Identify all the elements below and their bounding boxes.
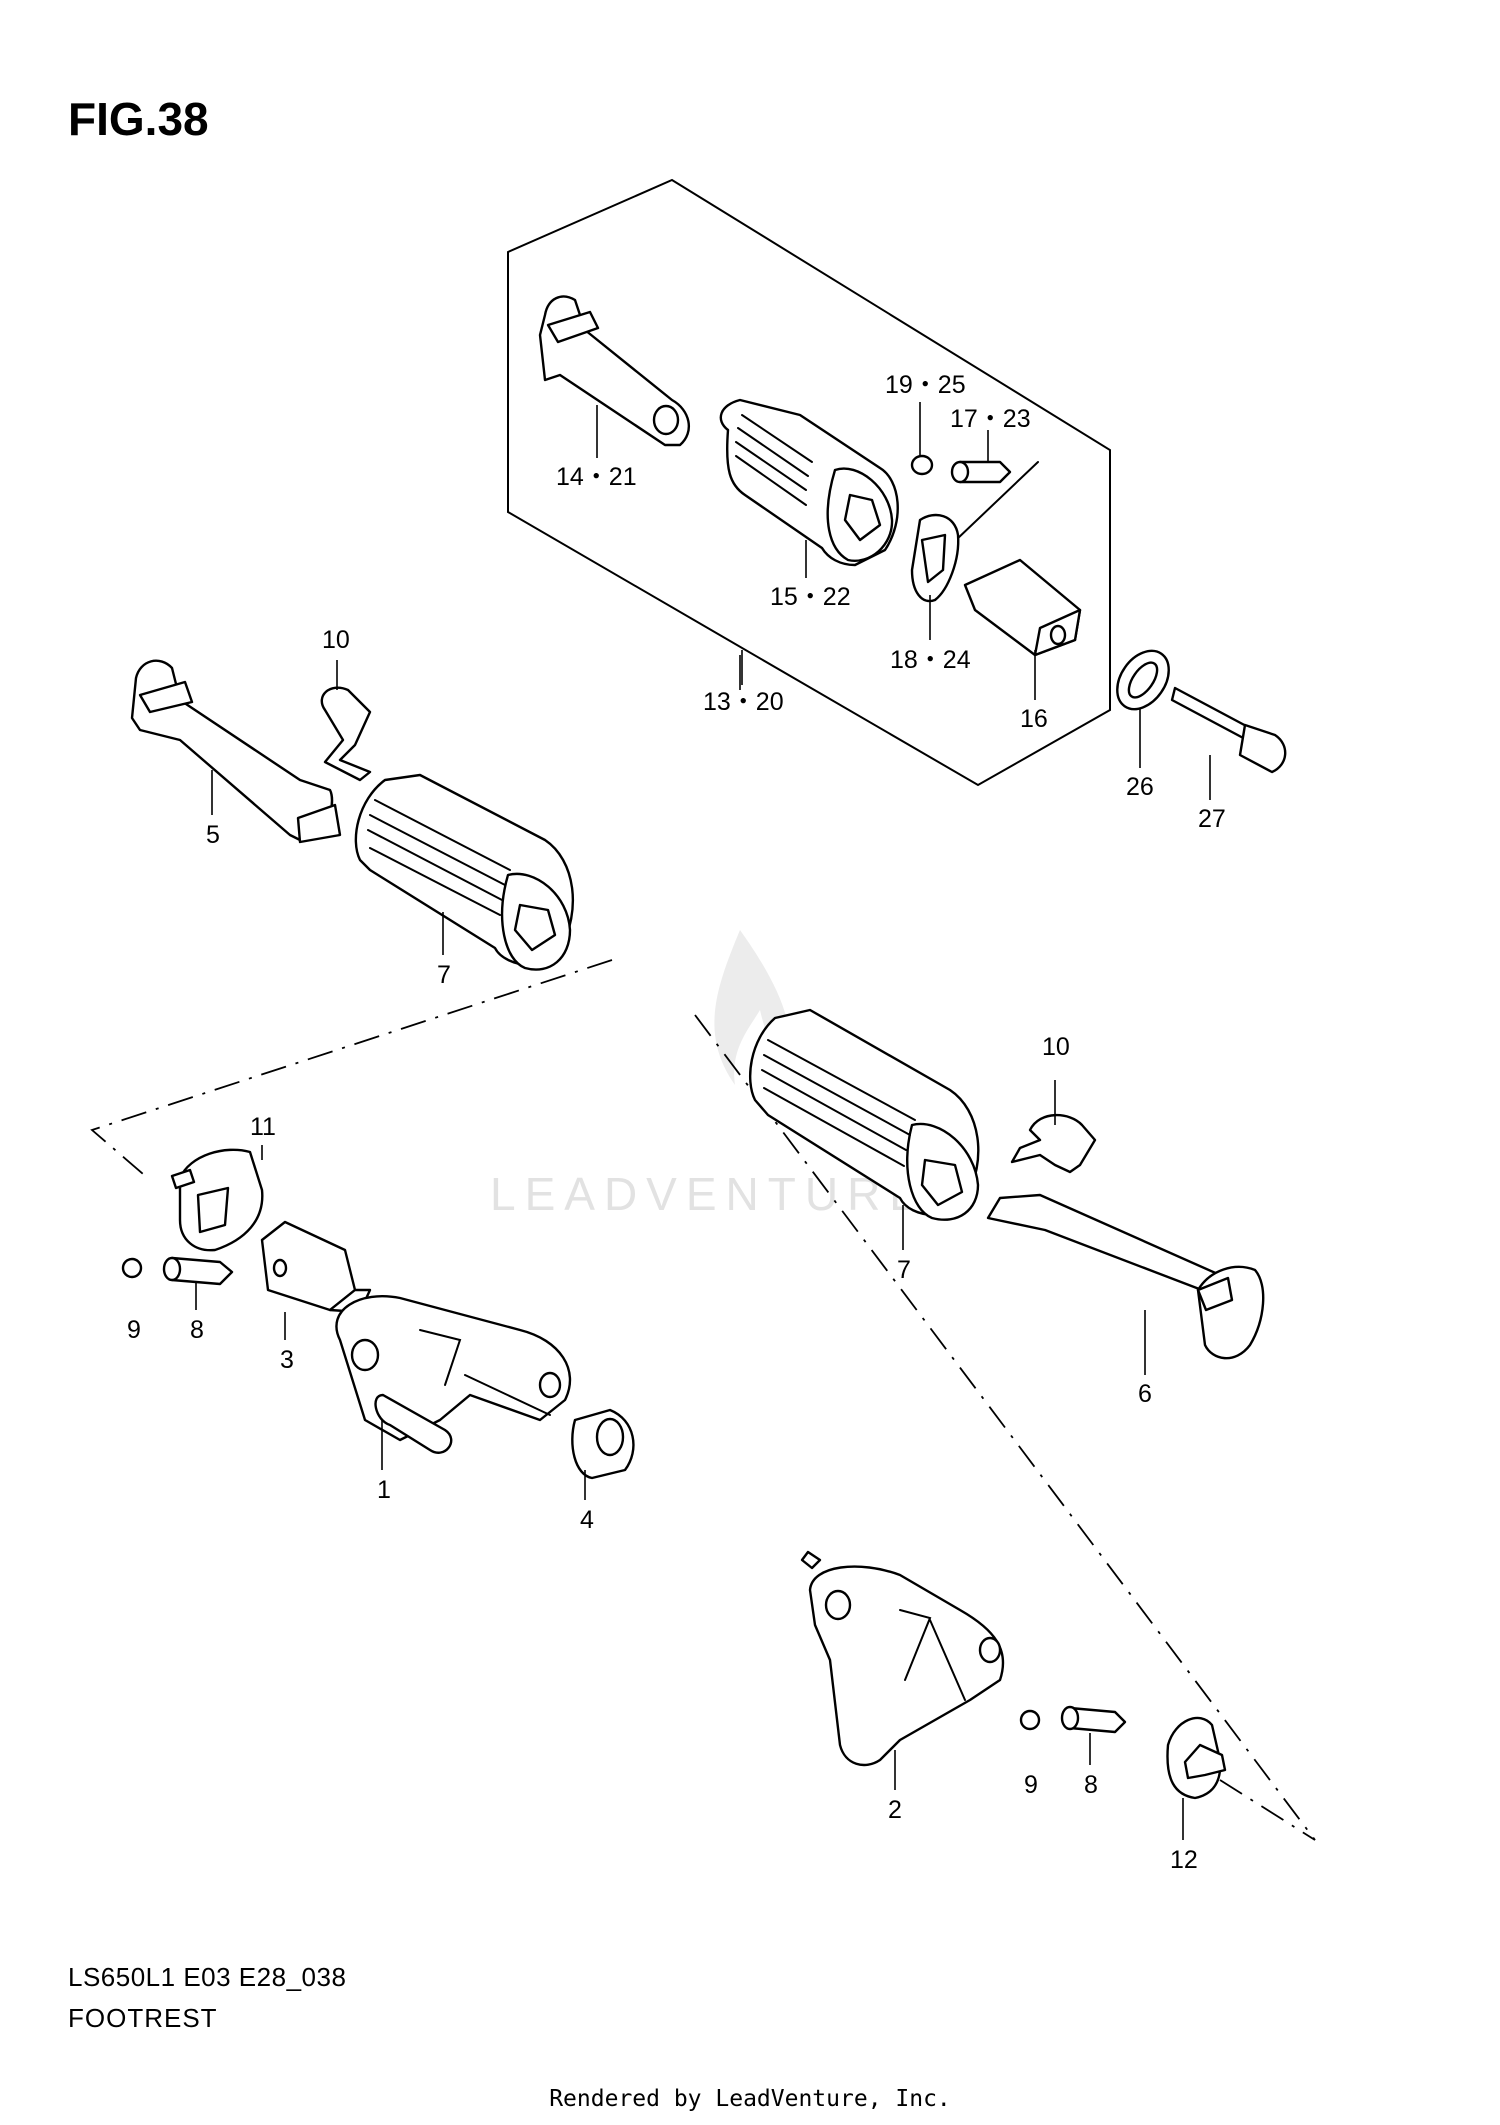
callout-14-21: 14・21 bbox=[556, 463, 637, 491]
callout-18-24: 18・24 bbox=[890, 646, 971, 674]
callout-9-right: 9 bbox=[1024, 1771, 1038, 1799]
callout-19-25: 19・25 bbox=[885, 371, 966, 399]
callout-17-23: 17・23 bbox=[950, 405, 1031, 433]
watermark: LEADVENTURE bbox=[490, 930, 929, 1220]
callout-10-upper: 10 bbox=[322, 626, 350, 654]
part-17-23-pin bbox=[950, 460, 1012, 484]
part-2-footrest-bracket bbox=[800, 1550, 1005, 1767]
callout-11: 11 bbox=[250, 1113, 276, 1141]
callout-3: 3 bbox=[280, 1346, 294, 1374]
callout-8-right: 8 bbox=[1084, 1771, 1098, 1799]
callout-8-left: 8 bbox=[190, 1316, 204, 1344]
callout-16: 16 bbox=[1020, 705, 1048, 733]
part-18-24-plate bbox=[910, 513, 960, 603]
callout-27: 27 bbox=[1198, 805, 1226, 833]
guide-line-left bbox=[90, 959, 613, 1181]
callout-12: 12 bbox=[1170, 1846, 1198, 1874]
part-9-nut-right bbox=[1019, 1709, 1041, 1731]
callout-7-right: 7 bbox=[897, 1256, 911, 1284]
part-19-25-nut bbox=[910, 454, 934, 476]
watermark-flame-icon bbox=[714, 930, 791, 1095]
leader-lines bbox=[195, 402, 1211, 1840]
part-4-collar bbox=[571, 1408, 635, 1480]
part-7-footrest-rubber-right bbox=[748, 1008, 980, 1221]
figure-title: FIG.38 bbox=[68, 93, 209, 145]
part-1-footrest-bracket bbox=[335, 1295, 572, 1454]
part-26-washer bbox=[1116, 649, 1170, 711]
part-5-footrest-bar bbox=[130, 659, 342, 844]
assembly-box-13-20 bbox=[507, 178, 1111, 787]
part-27-bolt bbox=[1170, 686, 1287, 774]
callout-10-lower: 10 bbox=[1042, 1033, 1070, 1061]
part-8-pin-right bbox=[1060, 1705, 1127, 1734]
callout-5: 5 bbox=[206, 821, 220, 849]
part-16-bracket bbox=[963, 558, 1082, 657]
part-6-footrest-bar bbox=[986, 1193, 1265, 1360]
part-11-plate bbox=[170, 1148, 264, 1252]
callout-2: 2 bbox=[888, 1796, 902, 1824]
guide-line-right bbox=[694, 1014, 1316, 1841]
watermark-text: LEADVENTURE bbox=[490, 1168, 929, 1220]
part-3-bracket bbox=[260, 1220, 372, 1314]
guide-line-right-tail bbox=[1219, 1779, 1316, 1841]
callout-13-20: 13・20 bbox=[703, 688, 784, 716]
part-10-clip-lower bbox=[1010, 1113, 1097, 1174]
callout-7-left: 7 bbox=[437, 961, 451, 989]
callout-26: 26 bbox=[1126, 773, 1154, 801]
callout-1: 1 bbox=[377, 1476, 391, 1504]
callout-6: 6 bbox=[1138, 1380, 1152, 1408]
callout-labels: 14・21 15・22 18・24 16 19・25 17・23 13・20 2… bbox=[127, 371, 1226, 1874]
part-8-pin-left bbox=[162, 1256, 234, 1286]
model-code: LS650L1 E03 E28_038 bbox=[68, 1962, 347, 1992]
diagram-name: FOOTREST bbox=[68, 2003, 218, 2033]
part-14-21-footrest-bar bbox=[538, 295, 691, 447]
footer-credit: Rendered by LeadVenture, Inc. bbox=[549, 2086, 951, 2112]
part-7-footrest-rubber-left bbox=[354, 773, 575, 971]
callout-15-22: 15・22 bbox=[770, 583, 851, 611]
part-10-clip-upper bbox=[320, 686, 372, 782]
part-12-plate bbox=[1166, 1716, 1227, 1800]
part-15-22-footrest-rubber bbox=[719, 398, 899, 567]
callout-4: 4 bbox=[580, 1506, 594, 1534]
part-9-nut-left bbox=[121, 1257, 143, 1279]
callout-9-left: 9 bbox=[127, 1316, 141, 1344]
